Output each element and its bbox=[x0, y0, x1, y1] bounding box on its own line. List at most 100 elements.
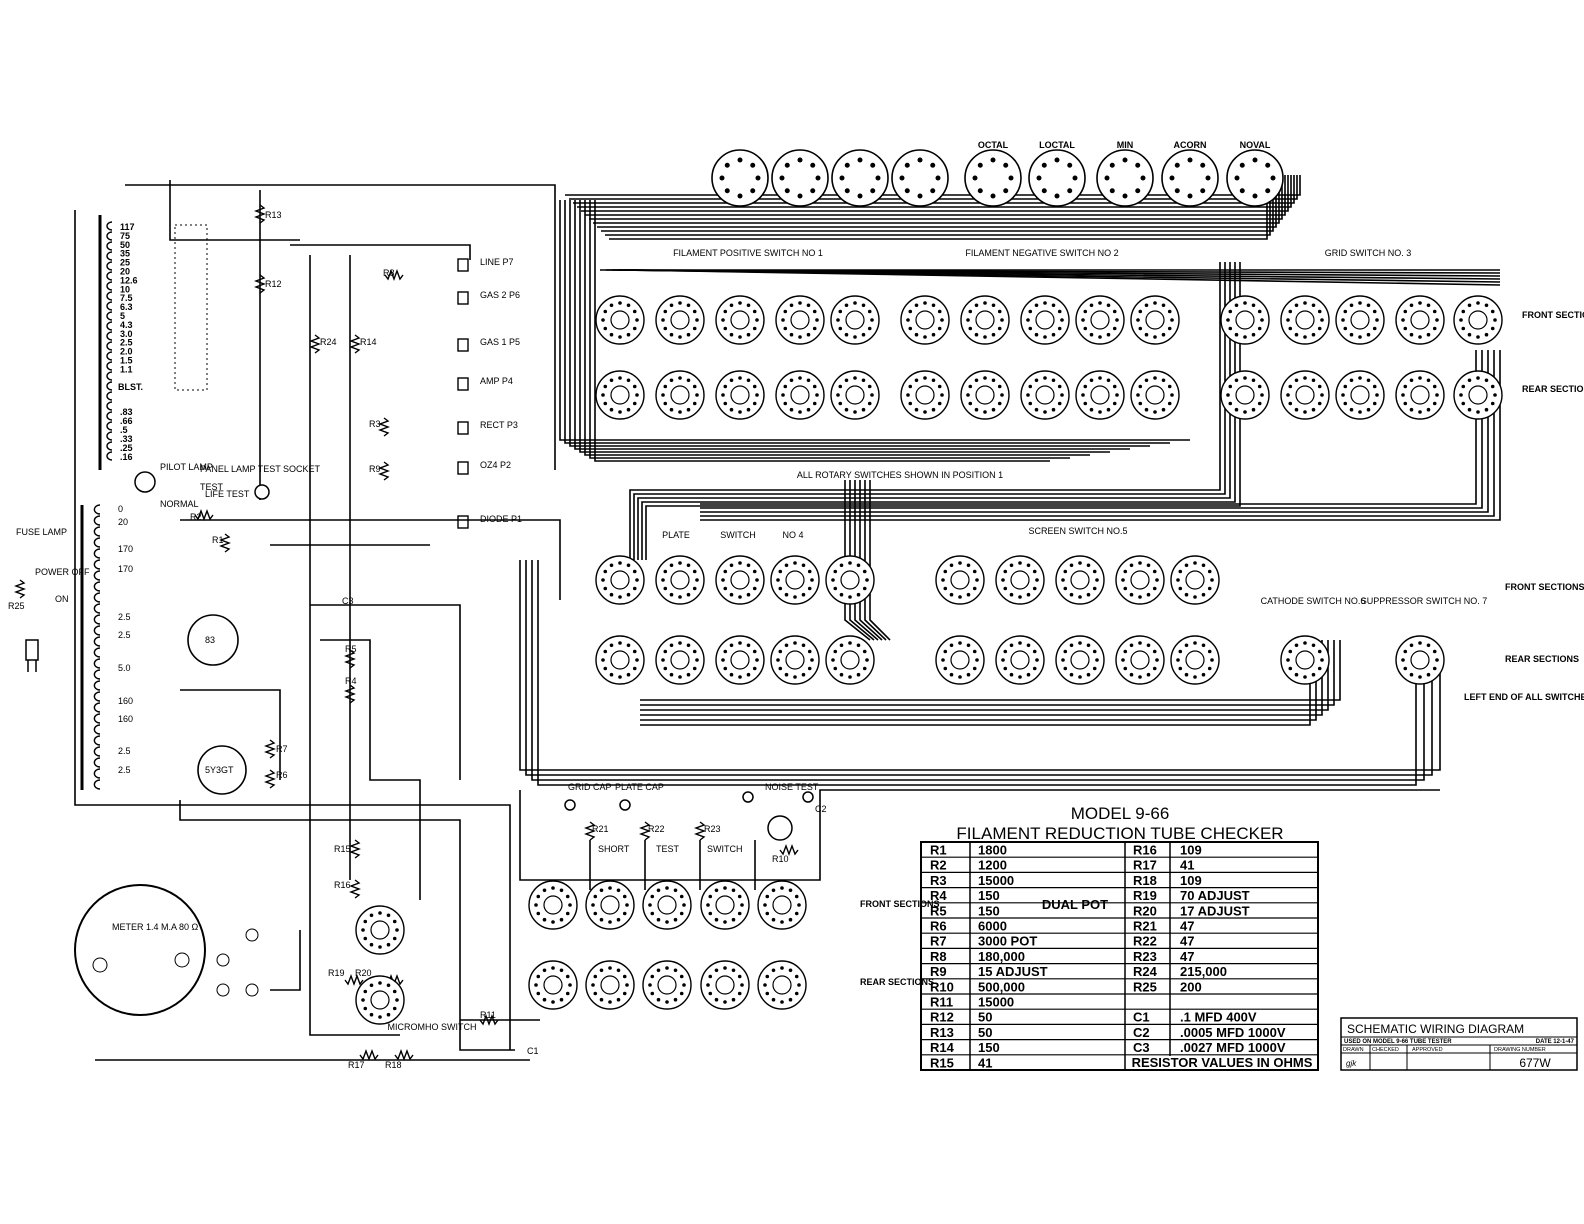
switch-contact bbox=[665, 966, 669, 970]
bus-wire bbox=[169, 180, 300, 241]
switch-contact bbox=[1081, 318, 1085, 322]
switch-contact bbox=[1317, 401, 1322, 406]
component-ref: C2 bbox=[815, 804, 827, 814]
switch-contact bbox=[831, 658, 835, 662]
switch-label-all-rotary: ALL ROTARY SWITCHES SHOWN IN POSITION 1 bbox=[797, 470, 1003, 480]
switch-contact bbox=[1123, 569, 1128, 574]
switch-front-section bbox=[642, 880, 692, 930]
table-model: MODEL 9-66 bbox=[1071, 804, 1170, 823]
switch-contact bbox=[788, 888, 793, 893]
switch-contact bbox=[1226, 318, 1230, 322]
pushbutton-switch-icon bbox=[457, 338, 469, 352]
switch-front-section bbox=[1395, 295, 1445, 345]
switch-contact bbox=[1317, 384, 1322, 389]
switch-contact bbox=[593, 974, 598, 979]
filament-tap-label: 12.6 bbox=[120, 275, 138, 285]
switch-contact bbox=[708, 911, 713, 916]
component-ref: R18 bbox=[385, 1060, 402, 1070]
switch-contact bbox=[807, 666, 812, 671]
switch-contact bbox=[1043, 335, 1047, 339]
switch-contact bbox=[721, 658, 725, 662]
switch-contact bbox=[601, 658, 605, 662]
resistor-symbol bbox=[254, 204, 266, 224]
switch-contact bbox=[608, 966, 612, 970]
socket-pin bbox=[917, 157, 923, 163]
transformer-winding bbox=[106, 301, 113, 311]
label-plate-cap: PLATE CAP bbox=[615, 782, 664, 792]
switch-contact bbox=[1136, 393, 1140, 397]
component-ref: R16 bbox=[334, 880, 351, 890]
switch-contact bbox=[1484, 332, 1489, 337]
component-ref: R4 bbox=[345, 676, 357, 686]
power-transformer-winding bbox=[93, 504, 101, 515]
switch-contact bbox=[1366, 303, 1371, 308]
switch-contact bbox=[867, 326, 872, 331]
switch-contact bbox=[1426, 643, 1431, 648]
switch-contact bbox=[692, 649, 697, 654]
micromho-switch-front bbox=[355, 905, 405, 955]
table-cell-bv: .0027 MFD 1000V bbox=[1180, 1040, 1286, 1055]
switch-front-section bbox=[960, 295, 1010, 345]
switch-contact bbox=[1078, 675, 1082, 679]
switch-contact bbox=[632, 326, 637, 331]
switch-contact bbox=[565, 974, 570, 979]
rear-sections-label: REAR SECTIONS bbox=[1522, 384, 1584, 394]
switch-contact bbox=[618, 410, 622, 414]
switch-rotor bbox=[715, 895, 735, 915]
switch-rotor bbox=[1410, 310, 1430, 330]
filament-tap-label: .83 bbox=[120, 407, 133, 417]
component-ref: R20 bbox=[355, 968, 372, 978]
switch-contact bbox=[1057, 384, 1062, 389]
switch-contact bbox=[686, 303, 691, 308]
switch-contact bbox=[551, 1000, 555, 1004]
socket-pin bbox=[990, 193, 996, 199]
table-cell-bv: 70 ADJUST bbox=[1180, 888, 1250, 903]
component-ref: C3 bbox=[342, 596, 354, 606]
switch-contact bbox=[789, 407, 794, 412]
switch-bus-wire bbox=[564, 200, 1170, 444]
switch-contact bbox=[723, 649, 728, 654]
switch-contact bbox=[723, 326, 728, 331]
switch-contact bbox=[378, 911, 382, 915]
switch-contact bbox=[706, 903, 710, 907]
switch-contact bbox=[559, 997, 564, 1002]
approved-label: APPROVED bbox=[1412, 1047, 1443, 1053]
switch-contact bbox=[626, 643, 631, 648]
checked-label: CHECKED bbox=[1372, 1047, 1399, 1053]
switch-contact bbox=[679, 991, 684, 996]
switch-contact bbox=[839, 643, 844, 648]
switch-contact bbox=[746, 332, 751, 337]
switch-contact bbox=[778, 666, 783, 671]
socket-pin bbox=[1003, 188, 1009, 194]
switch-section bbox=[1280, 635, 1330, 685]
table-cell-b: R22 bbox=[1133, 934, 1157, 949]
label-normal: NORMAL bbox=[160, 499, 199, 509]
switch-contact bbox=[542, 997, 547, 1002]
resistor-symbol bbox=[264, 769, 276, 789]
socket-bus-wire bbox=[581, 175, 1289, 212]
table-cell-bv: 215,000 bbox=[1180, 964, 1227, 979]
wire bbox=[290, 244, 471, 260]
transformer-winding bbox=[106, 231, 113, 241]
switch-contact bbox=[1343, 309, 1348, 314]
switch-rotor bbox=[657, 895, 677, 915]
switch-contact bbox=[794, 911, 799, 916]
table-cell-av: 1200 bbox=[978, 858, 1007, 873]
table-cell-av: 15000 bbox=[978, 873, 1014, 888]
switch-contact bbox=[1167, 384, 1172, 389]
switch-contact bbox=[1294, 407, 1299, 412]
switch-rear-section bbox=[1075, 370, 1125, 420]
switch-contact bbox=[1003, 649, 1008, 654]
switch-contact bbox=[1461, 326, 1466, 331]
switch-contact bbox=[794, 974, 799, 979]
switch-contact bbox=[1001, 578, 1005, 582]
rear-sections-label: REAR SECTIONS bbox=[860, 977, 934, 987]
switch-rotor bbox=[790, 310, 810, 330]
components bbox=[14, 149, 1503, 1061]
switch-contact bbox=[1409, 672, 1414, 677]
component-ref: R19 bbox=[328, 968, 345, 978]
switch-contact bbox=[812, 326, 817, 331]
switch-contact bbox=[997, 384, 1002, 389]
switch-contact bbox=[616, 968, 621, 973]
